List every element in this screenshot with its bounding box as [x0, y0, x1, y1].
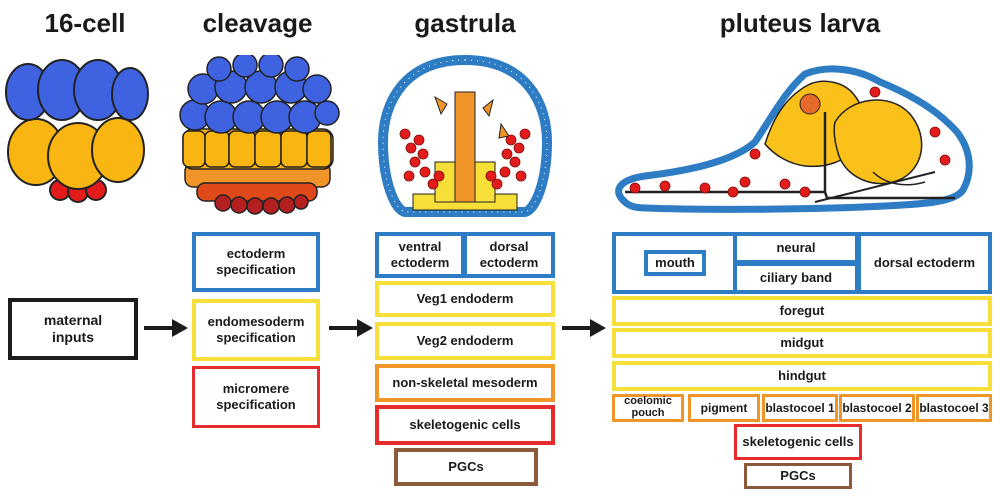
maternal-inputs-box: maternal inputs: [8, 298, 138, 360]
dorsal-ectoderm-box: dorsal ectoderm: [463, 232, 555, 278]
midgut-box: midgut: [612, 328, 992, 358]
coelomic-pouch-box: coelomic pouch: [612, 394, 684, 422]
pluteus-pgcs-box: PGCs: [744, 463, 852, 489]
stage-title-gastrula: gastrula: [414, 8, 516, 38]
blastocoel-1-box: blastocoel 1: [762, 394, 838, 422]
stage-title-16-cell: 16-cell: [44, 8, 126, 38]
cleavage-embryo-illustration: [179, 55, 340, 215]
gastrula-illustration: [377, 54, 553, 217]
blastocoel-2-box: blastocoel 2: [839, 394, 915, 422]
hindgut-box: hindgut: [612, 361, 992, 391]
pluteus-larva-illustration: [615, 65, 973, 213]
non-skeletal-mesoderm-box: non-skeletal mesoderm: [375, 364, 555, 402]
arrow-gastrula-to-pluteus: [562, 319, 606, 337]
pluteus-skeletogenic-cells-box: skeletogenic cells: [734, 424, 862, 460]
neural-box: neural: [733, 232, 859, 264]
gastrula-skeletogenic-cells-box: skeletogenic cells: [375, 405, 555, 445]
foregut-box: foregut: [612, 296, 992, 326]
veg2-endoderm-box: Veg2 endoderm: [375, 322, 555, 360]
arrow-cleavage-to-gastrula: [329, 319, 373, 337]
gastrula-pgcs-box: PGCs: [394, 448, 538, 486]
16-cell-embryo-illustration: [5, 59, 149, 203]
ectoderm-specification-box: ectoderm specification: [192, 232, 320, 292]
endomesoderm-specification-box: endomesoderm specification: [192, 299, 320, 361]
ciliary-band-box: ciliary band: [733, 262, 859, 294]
pluteus-dorsal-ectoderm-box: dorsal ectoderm: [857, 232, 992, 294]
arrow-maternal-to-cleavage: [144, 319, 188, 337]
pigment-box: pigment: [688, 394, 760, 422]
veg1-endoderm-box: Veg1 endoderm: [375, 281, 555, 317]
mouth-box: mouth: [644, 250, 706, 276]
micromere-specification-box: micromere specification: [192, 366, 320, 428]
blastocoel-3-box: blastocoel 3: [916, 394, 992, 422]
stage-title-cleavage: cleavage: [202, 8, 313, 38]
stage-title-pluteus-larva: pluteus larva: [719, 8, 881, 38]
ventral-ectoderm-box: ventral ectoderm: [375, 232, 465, 278]
